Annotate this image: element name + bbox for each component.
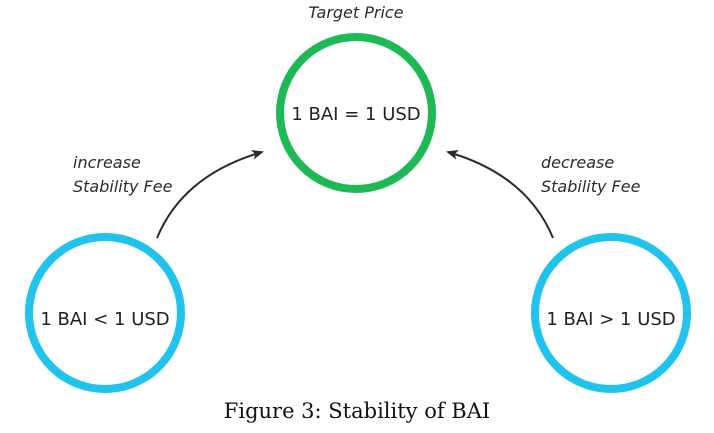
below-peg-node: 1 BAI < 1 USD <box>25 233 185 393</box>
below-peg-circle <box>25 233 185 393</box>
decrease-label-line1: decrease <box>541 153 614 172</box>
decrease-label-line2: Stability Fee <box>541 177 641 196</box>
below-peg-node-text: 1 BAI < 1 USD <box>40 309 169 330</box>
target-price-label: Target Price <box>308 3 403 22</box>
increase-label-line1: increase <box>73 153 141 172</box>
target-node: 1 BAI = 1 USD <box>276 33 436 193</box>
above-peg-node-text: 1 BAI > 1 USD <box>546 309 675 330</box>
increase-label-line2: Stability Fee <box>73 177 173 196</box>
increase-fee-arrow <box>156 149 264 239</box>
figure-caption: Figure 3: Stability of BAI <box>224 399 490 423</box>
above-peg-circle <box>531 233 691 393</box>
above-peg-node: 1 BAI > 1 USD <box>531 233 691 393</box>
target-node-text: 1 BAI = 1 USD <box>291 104 420 125</box>
decrease-fee-arrow <box>446 149 554 239</box>
target-circle <box>276 33 436 193</box>
